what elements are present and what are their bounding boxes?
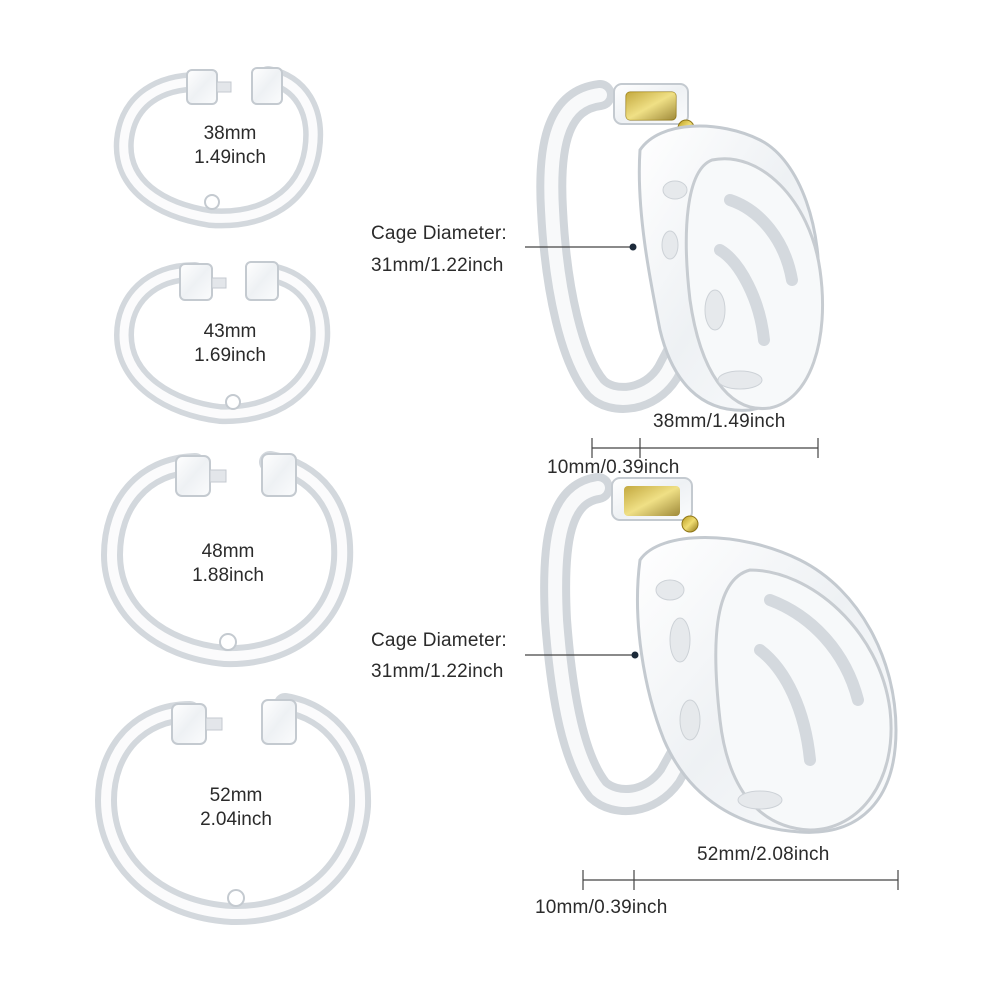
ring-48mm bbox=[100, 451, 354, 668]
ring-52mm bbox=[94, 693, 372, 926]
cage-long-diameter-value: 31mm/1.22inch bbox=[371, 661, 504, 682]
ring-43mm-inch: 1.69inch bbox=[194, 345, 266, 366]
cage-short bbox=[536, 80, 824, 413]
cage-long-diameter-label: Cage Diameter: bbox=[371, 630, 507, 651]
ring-52mm-label: 52mm 2.04inch bbox=[200, 784, 272, 832]
cage-long-gap-label: 10mm/0.39inch bbox=[535, 897, 668, 918]
cage-short-diameter-label: Cage Diameter: bbox=[371, 223, 507, 244]
cage-short-gap-label: 10mm/0.39inch bbox=[547, 457, 680, 478]
ring-43mm bbox=[113, 261, 331, 425]
cage-short-diameter-marker bbox=[629, 243, 637, 251]
cage-long-length-label: 52mm/2.08inch bbox=[697, 844, 830, 865]
cage-short-diameter-value: 31mm/1.22inch bbox=[371, 255, 504, 276]
ring-38mm-mm: 38mm bbox=[203, 123, 257, 144]
cage-long-diameter-marker bbox=[631, 651, 639, 659]
cage-long-dimensions bbox=[525, 654, 899, 890]
ring-48mm-label: 48mm 1.88inch bbox=[192, 540, 264, 588]
ring-38mm-label: 38mm 1.49inch bbox=[194, 122, 266, 170]
cage-short-dimensions bbox=[525, 246, 819, 458]
ring-38mm bbox=[113, 66, 324, 229]
cage-long bbox=[540, 473, 898, 834]
ring-43mm-label: 43mm 1.69inch bbox=[194, 320, 266, 368]
ring-52mm-mm: 52mm bbox=[209, 785, 263, 806]
ring-48mm-inch: 1.88inch bbox=[192, 565, 264, 586]
ring-48mm-mm: 48mm bbox=[201, 541, 255, 562]
ring-38mm-inch: 1.49inch bbox=[194, 147, 266, 168]
ring-43mm-mm: 43mm bbox=[203, 321, 257, 342]
ring-52mm-inch: 2.04inch bbox=[200, 809, 272, 830]
cage-short-length-label: 38mm/1.49inch bbox=[653, 411, 786, 432]
